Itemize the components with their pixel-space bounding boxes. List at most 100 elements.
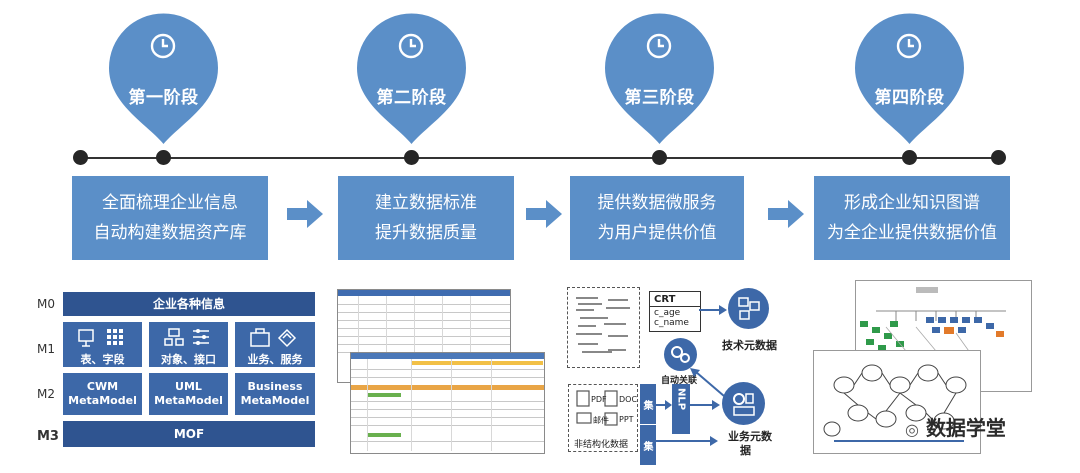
crt-rule	[650, 306, 700, 307]
m0-bar: 企业各种信息	[63, 292, 315, 316]
level-label: M0	[37, 297, 55, 311]
table-rule	[451, 359, 452, 451]
biz-meta-label: 业务元数	[728, 430, 772, 443]
stage-box-line: 为全企业提供数据价值	[827, 223, 997, 243]
biz-meta-icon	[722, 382, 765, 425]
table-rule	[470, 296, 471, 376]
m2-label: UML	[175, 380, 202, 393]
crt-field: c_age	[654, 308, 681, 318]
stage-box-line: 自动构建数据资产库	[93, 223, 247, 243]
table-rule	[411, 359, 412, 451]
stage-1-pin: 第一阶段	[105, 6, 222, 146]
m1-label: 业务、服务	[247, 353, 303, 366]
level-label: M1	[37, 342, 55, 356]
table-field-icon	[78, 329, 123, 347]
timeline-dot	[652, 150, 667, 165]
arrow-right-icon	[287, 200, 323, 228]
crt-table: CRT c_age c_name	[649, 291, 701, 332]
table-rule	[351, 369, 544, 370]
stage-1-box: 全面梳理企业信息 自动构建数据资产库	[72, 176, 268, 260]
table-rule	[358, 296, 359, 376]
table-rule	[338, 320, 510, 321]
table-rule	[414, 296, 415, 376]
m1-cell: 表、字段	[63, 322, 142, 367]
m1-cell: 对象、接口	[149, 322, 228, 367]
table-highlight	[411, 361, 543, 365]
m3-bar: MOF	[63, 421, 315, 447]
table-rule	[338, 344, 510, 345]
arrow-right-icon	[656, 436, 718, 446]
standard-table-front	[350, 352, 545, 454]
wechat-icon: ◎	[905, 420, 919, 439]
table-highlight	[367, 393, 401, 397]
table-rule	[338, 336, 510, 337]
stage-4-box: 形成企业知识图谱 为全企业提供数据价值	[814, 176, 1010, 260]
table-header-bar	[351, 353, 544, 359]
auto-link-icon	[664, 338, 697, 371]
auto-link-label: 自动关联	[661, 376, 698, 386]
stage-box-line: 全面梳理企业信息	[102, 193, 238, 213]
document-icons	[576, 390, 618, 426]
node-graph-graphic	[823, 364, 967, 442]
arrow-right-icon	[656, 400, 672, 410]
clock-icon	[398, 33, 424, 59]
arrow-right-icon	[526, 200, 562, 228]
collect-info-bar: 信息采集	[640, 384, 665, 424]
table-rule	[351, 425, 544, 426]
table-rule	[386, 296, 387, 376]
business-service-icon	[250, 328, 297, 348]
biz-meta-label: 据	[740, 444, 751, 457]
stage-box-line: 形成企业知识图谱	[844, 193, 980, 213]
nlp-bar: NLP	[672, 384, 690, 434]
stage-4-pin: 第四阶段	[851, 6, 968, 146]
m2-label: MetaModel	[154, 394, 223, 407]
source-code-box	[567, 287, 640, 368]
watermark-text: ◎ 数据学堂	[905, 412, 1006, 441]
table-header-bar	[338, 290, 510, 296]
watermark-label: 数据学堂	[925, 416, 1006, 440]
table-highlight	[351, 385, 544, 390]
org-tree-graphic	[856, 287, 1006, 362]
stage-label: 第三阶段	[624, 88, 695, 108]
stage-box-line: 为用户提供价值	[597, 223, 717, 243]
stage-box-line: 提供数据微服务	[597, 193, 717, 213]
stage-2-pin: 第二阶段	[353, 6, 470, 146]
code-lines-icon	[576, 297, 630, 353]
m1-label: 对象、接口	[161, 353, 216, 366]
table-rule	[367, 359, 368, 451]
tech-meta-label: 技术元数据	[722, 339, 777, 352]
m1-cell: 业务、服务	[235, 322, 315, 367]
crt-title: CRT	[654, 294, 676, 305]
arrow-up-left-icon	[690, 368, 725, 397]
stage-box-line: 建立数据标准	[375, 193, 477, 213]
table-rule	[338, 304, 510, 305]
table-rule	[442, 296, 443, 376]
level-label: M3	[37, 429, 59, 444]
m2-cell: UML MetaModel	[149, 373, 228, 415]
timeline-dot	[404, 150, 419, 165]
object-interface-icon	[164, 328, 209, 346]
m2-cell: Business MetaModel	[235, 373, 315, 415]
doc-label: PPT	[619, 415, 634, 424]
doc-label: DOC	[619, 395, 638, 404]
table-rule	[351, 377, 544, 378]
m2-label: MetaModel	[68, 394, 137, 407]
unstructured-label: 非结构化数据	[574, 440, 629, 450]
clock-icon	[896, 33, 922, 59]
clock-icon	[646, 33, 672, 59]
table-rule	[351, 441, 544, 442]
arrow-right-icon	[699, 305, 727, 315]
timeline-dot	[156, 150, 171, 165]
collect-api-label: 接口采集	[641, 431, 665, 461]
table-rule	[351, 417, 544, 418]
timeline-line	[80, 157, 1000, 159]
arrow-right-icon	[690, 400, 720, 410]
table-rule	[351, 409, 544, 410]
table-rule	[338, 312, 510, 313]
clock-icon	[150, 33, 176, 59]
stage-label: 第一阶段	[128, 88, 199, 108]
m2-cell: CWM MetaModel	[63, 373, 142, 415]
timeline-dot	[73, 150, 88, 165]
collect-api-bar: 接口采集	[640, 425, 665, 465]
